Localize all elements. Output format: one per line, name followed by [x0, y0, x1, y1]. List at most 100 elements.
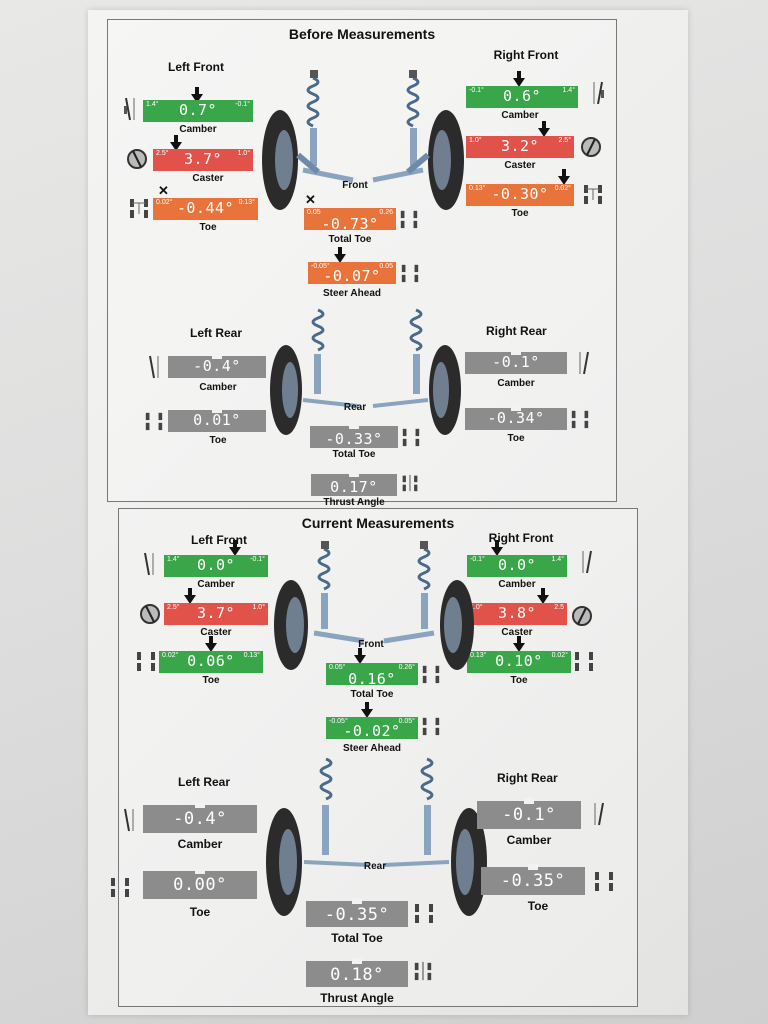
total-toe-front-gauge: 0.05° 0.16° 0.26°: [326, 663, 418, 688]
thrust-icon: [414, 961, 432, 981]
down-arrow-icon: [513, 636, 525, 652]
camber-icon: [582, 550, 592, 574]
right-rear-heading: Right Rear: [486, 324, 547, 338]
steer-ahead-label: Steer Ahead: [323, 288, 381, 299]
lf-camber-gauge: 1.4° 0.7° -0.1°: [143, 100, 253, 122]
total-toe-rear-gauge: -0.33°: [310, 423, 398, 448]
gauge-value: 3.8°: [497, 604, 537, 622]
printout-sheet: Before Measurements Left Front 1.4° 0.7°…: [88, 10, 688, 1015]
gauge-value: 0.6°: [502, 87, 542, 105]
rf-toe-gauge: 0.13° -0.30° 0.02°: [466, 184, 574, 206]
gauge-value: -0.1°: [502, 805, 556, 825]
lr-toe-label: Toe: [189, 905, 211, 919]
before-measurements-panel: Before Measurements Left Front 1.4° 0.7°…: [107, 19, 617, 508]
lr-camber-label: Camber: [177, 837, 223, 851]
toe-icon: [111, 878, 129, 897]
toe-icon: [400, 210, 418, 229]
down-arrow-icon: [513, 71, 525, 87]
down-arrow-icon: [170, 135, 182, 151]
down-arrow-icon: [334, 247, 346, 263]
gauge-value: -0.35°: [500, 871, 566, 891]
steer-ahead-gauge: -0.05° -0.02° 0.05°: [326, 717, 418, 740]
toe-icon: [130, 199, 148, 218]
rf-toe-label: Toe: [511, 208, 529, 219]
gauge-value: -0.1°: [492, 353, 540, 371]
left-front-heading: Left Front: [168, 60, 224, 74]
toe-icon: [575, 652, 593, 671]
down-arrow-icon: [537, 588, 549, 604]
camber-icon: [593, 81, 604, 105]
lr-toe-gauge: 0.01°: [168, 407, 266, 432]
gauge-value: -0.35°: [324, 905, 390, 925]
thrust-angle-label: Thrust Angle: [320, 991, 394, 1005]
lf-caster-gauge: 2.5° 3.7° 1.0°: [153, 149, 253, 171]
gauge-value: -0.4°: [173, 809, 227, 829]
gauge-value: -0.33°: [325, 430, 383, 448]
lf-toe-label: Toe: [199, 222, 217, 233]
down-arrow-icon: [558, 169, 570, 185]
gauge-value: 0.0°: [196, 556, 236, 574]
toe-icon: [571, 410, 589, 429]
toe-icon: [137, 652, 155, 671]
lf-camber-label: Camber: [197, 579, 235, 590]
down-arrow-icon: [184, 588, 196, 604]
lr-camber-label: Camber: [199, 382, 237, 393]
camber-icon: [579, 351, 589, 375]
toe-icon: [145, 412, 163, 431]
down-arrow-icon: [229, 540, 241, 556]
gauge-value: 3.7°: [183, 150, 223, 168]
gauge-value: 3.7°: [196, 604, 236, 622]
rf-caster-gauge: 1.0° 3.2° 2.5°: [466, 136, 574, 158]
toe-icon: [422, 665, 440, 684]
toe-icon: [584, 185, 602, 204]
left-rear-heading: Left Rear: [177, 775, 230, 789]
panel-title: Before Measurements: [288, 26, 436, 42]
lr-toe-gauge: 0.00°: [143, 868, 257, 899]
total-toe-front-label: Total Toe: [328, 234, 372, 245]
thrust-icon: [402, 474, 418, 492]
rf-caster-label: Caster: [501, 627, 533, 638]
camber-icon: [149, 355, 159, 379]
rr-camber-gauge: -0.1°: [477, 798, 581, 829]
gauge-value: 0.00°: [173, 875, 227, 895]
rf-camber-gauge: -0.1° 0.6° 1.4°: [466, 86, 578, 108]
gauge-value: -0.44°: [176, 199, 235, 217]
right-front-heading: Right Front: [488, 531, 554, 545]
down-arrow-icon: [538, 121, 550, 137]
lf-caster-label: Caster: [192, 173, 224, 184]
rr-toe-label: Toe: [507, 433, 525, 444]
left-front-heading: Left Front: [191, 533, 247, 547]
gauge-value: 0.7°: [178, 101, 218, 119]
down-arrow-icon: [205, 636, 217, 652]
total-toe-front-label: Total Toe: [350, 689, 394, 700]
gauge-value: 0.18°: [330, 965, 384, 985]
gauge-value: -0.07°: [323, 267, 381, 285]
gauge-value: 3.2°: [500, 137, 540, 155]
rf-toe-gauge: 0.13° 0.10° 0.02°: [467, 651, 571, 673]
gauge-value: -0.4°: [193, 357, 241, 375]
rr-toe-gauge: -0.34°: [465, 405, 567, 430]
lf-toe-gauge: 0.02° -0.44° 0.13°: [153, 198, 258, 220]
lr-camber-gauge: -0.4°: [143, 802, 257, 833]
camber-icon: [124, 97, 135, 121]
rear-axle-label: Rear: [363, 861, 387, 872]
front-suspension-illustration: [262, 70, 464, 210]
lf-camber-label: Camber: [179, 124, 217, 135]
caster-icon: [581, 137, 601, 157]
steering-icon: [401, 264, 419, 283]
current-measurements-panel: Current Measurements Left Front 1.4° 0.0…: [111, 508, 638, 1007]
steer-ahead-gauge: -0.05° -0.07° 0.05: [308, 262, 396, 285]
total-toe-rear-label: Total Toe: [331, 931, 383, 945]
camber-icon: [144, 552, 154, 576]
caster-icon: [572, 606, 592, 626]
steering-icon: [422, 717, 440, 736]
rf-toe-label: Toe: [510, 675, 528, 686]
lf-toe-label: Toe: [202, 675, 220, 686]
front-axle-label: Front: [342, 180, 368, 191]
down-arrow-icon: [491, 540, 503, 556]
toe-icon: [415, 904, 433, 923]
toe-icon: [402, 428, 420, 447]
thrust-angle-gauge: 0.18°: [306, 958, 408, 987]
lf-toe-gauge: 0.02° 0.06° 0.13°: [159, 651, 263, 673]
rear-axle-label: Rear: [343, 402, 367, 413]
